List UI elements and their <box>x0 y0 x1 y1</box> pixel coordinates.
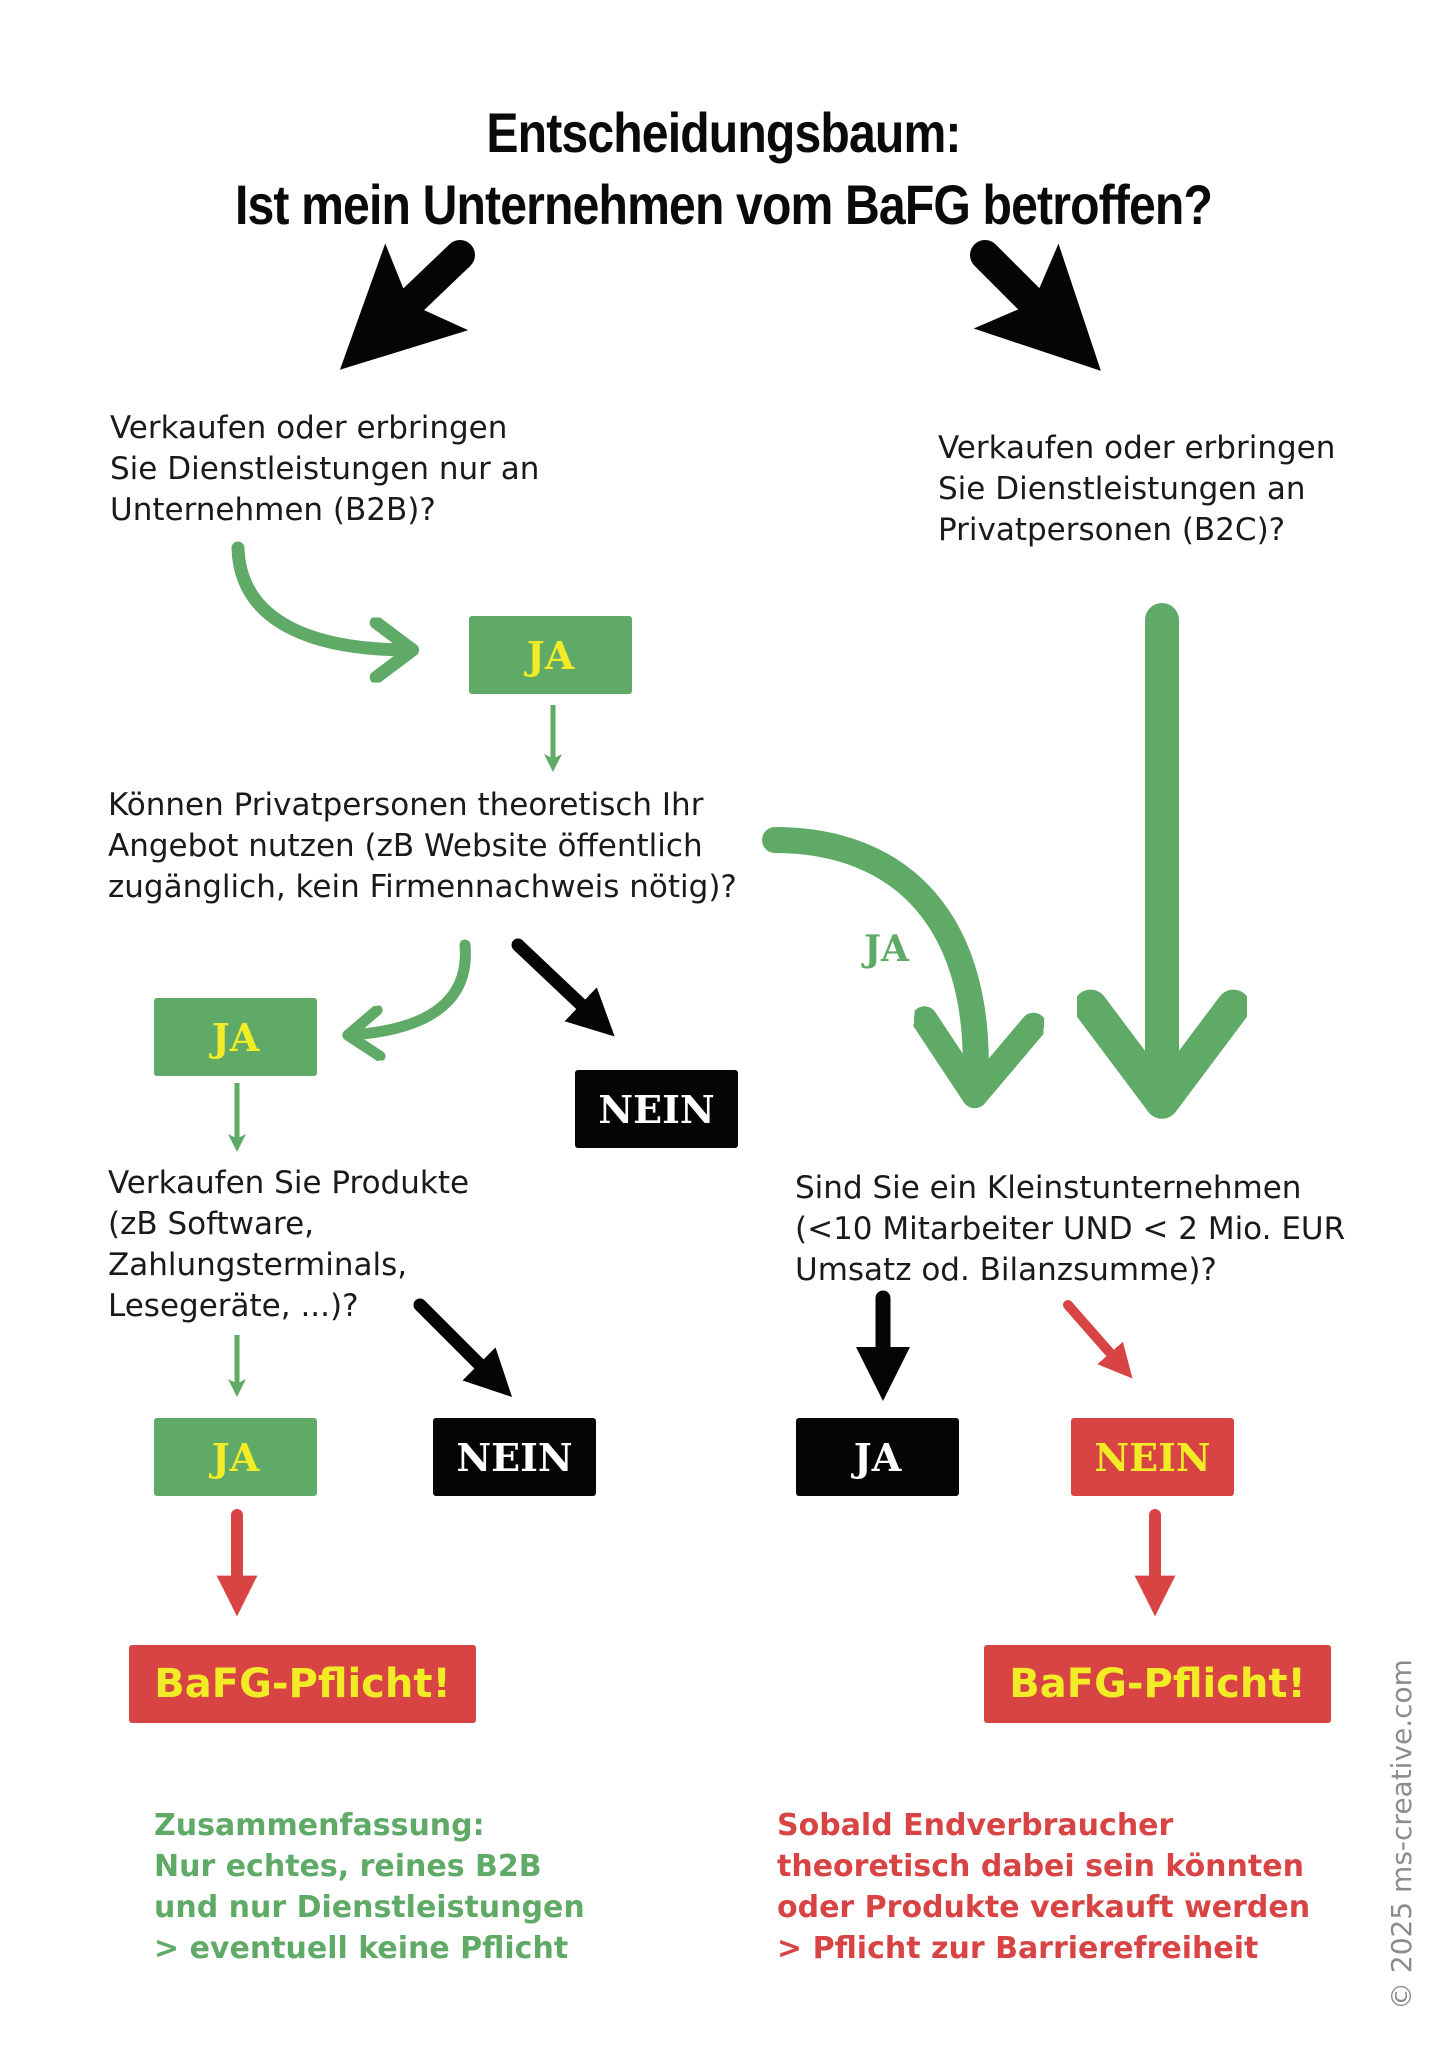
arrow-private-to-ja <box>350 939 471 1035</box>
question-b2b-line: Unternehmen (B2B)? <box>110 492 436 528</box>
question-products-line: Zahlungsterminals, <box>108 1247 408 1283</box>
question-b2c: Verkaufen oder erbringen Sie Dienstleist… <box>938 428 1335 551</box>
box-ja-private: JA <box>154 998 317 1076</box>
question-micro-line: (<10 Mitarbeiter UND < 2 Mio. EUR <box>795 1211 1346 1247</box>
summary-left-line: und nur Dienstleistungen <box>154 1890 585 1925</box>
summary-right-line: oder Produkte verkauft werden <box>777 1890 1311 1925</box>
edge-label-ja: JA <box>864 928 909 970</box>
box-nein-micro: NEIN <box>1071 1418 1234 1496</box>
copyright-notice: © 2025 ms-creative.com <box>1385 1659 1418 2010</box>
question-private-access-line: zugänglich, kein Firmennachweis nötig)? <box>108 869 737 905</box>
question-micro-enterprise: Sind Sie ein Kleinstunternehmen (<10 Mit… <box>795 1168 1345 1291</box>
summary-left-line: Zusammenfassung: <box>154 1808 485 1843</box>
box-nein-products: NEIN <box>433 1418 596 1496</box>
arrow-title-left <box>339 240 475 370</box>
summary-right-line: Sobald Endverbraucher <box>777 1808 1174 1843</box>
box-ja-b2b: JA <box>469 616 632 694</box>
question-private-access-line: Können Privatpersonen theoretisch Ihr <box>108 787 704 823</box>
question-private-access-line: Angebot nutzen (zB Website öffentlich <box>108 828 703 864</box>
question-b2b-line: Verkaufen oder erbringen <box>110 410 508 446</box>
arrow-title-right <box>970 240 1101 371</box>
summary-right-line: theoretisch dabei sein könnten <box>777 1849 1304 1884</box>
question-b2c-line: Privatpersonen (B2C)? <box>938 512 1286 548</box>
question-micro-line: Sind Sie ein Kleinstunternehmen <box>795 1170 1302 1206</box>
question-products-line: Verkaufen Sie Produkte <box>108 1165 470 1201</box>
summary-left: Zusammenfassung: Nur echtes, reines B2B … <box>154 1805 585 1969</box>
title-line-1: Entscheidungsbaum: <box>486 101 961 164</box>
box-ja-micro: JA <box>796 1418 959 1496</box>
result-bafg-left: BaFG-Pflicht! <box>129 1645 476 1723</box>
arrow-private-to-nein <box>511 938 615 1037</box>
summary-left-line: > eventuell keine Pflicht <box>154 1931 569 1966</box>
question-b2b-line: Sie Dienstleistungen nur an <box>110 451 540 487</box>
question-micro-line: Umsatz od. Bilanzsumme)? <box>795 1252 1217 1288</box>
question-b2c-line: Sie Dienstleistungen an <box>938 471 1306 507</box>
box-nein-private: NEIN <box>575 1070 738 1148</box>
question-products-line: (zB Software, <box>108 1206 314 1242</box>
question-b2b: Verkaufen oder erbringen Sie Dienstleist… <box>110 408 539 531</box>
question-private-access: Können Privatpersonen theoretisch Ihr An… <box>108 785 737 908</box>
question-products-line: Lesegeräte, ...)? <box>108 1288 359 1324</box>
arrow-products-to-nein <box>413 1298 513 1398</box>
arrow-private-to-micro <box>762 827 976 1090</box>
result-bafg-right: BaFG-Pflicht! <box>984 1645 1331 1723</box>
summary-right: Sobald Endverbraucher theoretisch dabei … <box>777 1805 1310 1969</box>
question-products: Verkaufen Sie Produkte (zB Software, Zah… <box>108 1163 469 1327</box>
arrow-b2b-to-ja <box>231 541 410 650</box>
arrow-micro-to-nein <box>1063 1300 1133 1379</box>
summary-right-line: > Pflicht zur Barrierefreiheit <box>777 1931 1259 1966</box>
question-b2c-line: Verkaufen oder erbringen <box>938 430 1336 466</box>
box-ja-products: JA <box>154 1418 317 1496</box>
summary-left-line: Nur echtes, reines B2B <box>154 1849 542 1884</box>
title-line-2: Ist mein Unternehmen vom BaFG betroffen? <box>234 173 1213 236</box>
